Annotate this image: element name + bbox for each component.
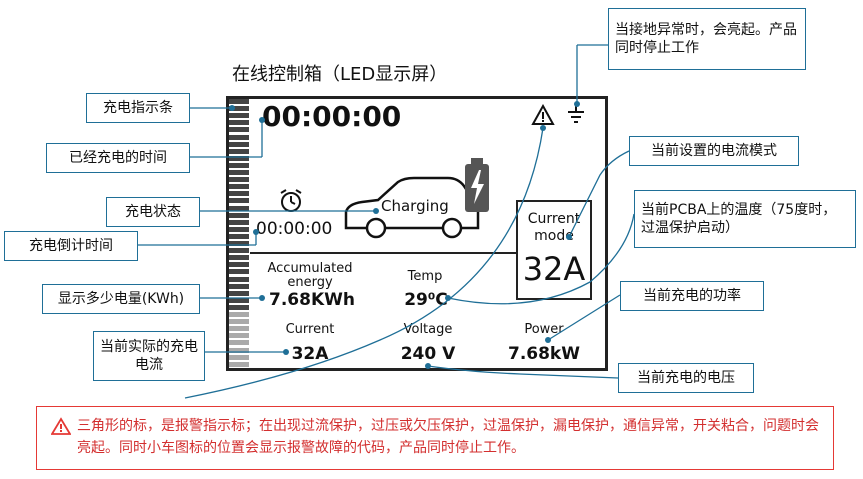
warning-triangle-icon [531,104,555,125]
power-value: 7.68kW [507,344,580,364]
screen-divider [250,252,516,254]
charge-bar-segment [229,177,249,183]
charge-bar-segment [229,162,249,168]
charging-status: Charging [381,197,449,215]
charge-bar-segment [229,219,249,225]
charge-bar-segment [229,333,249,339]
charge-bar-segment [229,262,249,268]
voltage-value: 240 V [400,344,456,364]
charge-bar-segment [229,127,249,133]
alarm-clock-icon [280,189,302,212]
charge-bar-segment [229,241,249,246]
power-label: Power [524,322,564,337]
charge-bar-segment [229,184,249,190]
charge-bar-segment [229,212,249,218]
charge-bar-segment [229,198,249,204]
charge-bar-segment [229,361,249,367]
charge-bar-segment [229,141,249,147]
charge-bar-segment [229,326,249,332]
temp-label: Temp [407,269,443,284]
charge-indicator-bar [229,99,249,369]
charge-bar-segment [229,283,249,289]
charge-bar-segment [229,312,249,317]
charge-bar-segment [229,120,249,126]
elapsed-time: 00:00:00 [262,100,402,133]
charge-bar-segment [229,297,249,303]
charge-bar-segment [229,99,249,104]
current-value: 32A [291,344,329,364]
charge-bar-segment [229,304,249,310]
charge-bar-segment [229,340,249,346]
charge-bar-segment [229,255,249,261]
charge-bar-segment [229,134,249,140]
callout-ground: 当接地异常时，会亮起。产品同时停止工作 [608,8,806,70]
current-mode-label: Current mode [527,211,581,244]
voltage-label: Voltage [403,322,453,337]
charge-bar-segment [229,205,249,211]
current-label: Current [285,322,335,337]
callout-charge-bar: 充电指示条 [86,93,190,123]
charge-bar-segment [229,226,249,232]
callout-mode: 当前设置的电流模式 [629,136,799,166]
page-title: 在线控制箱（LED显示屏） [232,64,448,85]
callout-temp: 当前PCBA上的温度（75度时，过温保护启动） [634,190,856,248]
charge-bar-segment [229,319,249,325]
energy-value: 7.68KWh [269,290,355,310]
callout-actual-current: 当前实际的充电电流 [93,331,205,381]
alarm-note-box: 三角形的标，是报警指示标；在出现过流保护，过压或欠压保护，过温保护，漏电保护，通… [36,406,834,470]
charge-bar-segment [229,248,249,254]
callout-countdown: 充电倒计时间 [4,231,138,261]
countdown-time: 00:00:00 [256,219,333,239]
charge-bar-segment [229,106,249,112]
charge-bar-segment [229,113,249,119]
warning-note-icon [51,417,71,435]
charge-bar-segment [229,155,249,161]
temp-value: 29⁰C [404,290,448,310]
charge-bar-segment [229,148,249,154]
charge-bar-segment [229,191,249,197]
callout-status: 充电状态 [106,197,200,227]
alarm-note-text: 三角形的标，是报警指示标；在出现过流保护，过压或欠压保护，过温保护，漏电保护，通… [77,418,819,456]
charge-bar-segment [229,170,249,175]
charge-bar-segment [229,233,249,239]
charge-bar-segment [229,347,249,353]
callout-power: 当前充电的功率 [620,281,764,311]
callout-voltage: 当前充电的电压 [618,363,754,393]
callout-energy: 显示多少电量(KWh) [42,284,200,314]
charge-bar-segment [229,290,249,296]
callout-elapsed: 已经充电的时间 [46,143,190,173]
ground-icon [568,102,584,123]
energy-label: Accumulated energy [267,261,353,290]
charge-bar-segment [229,354,249,360]
charge-bar-segment [229,276,249,282]
charge-bar-segment [229,269,249,275]
current-mode-value: 32A [522,250,586,288]
battery-icon [465,158,489,212]
